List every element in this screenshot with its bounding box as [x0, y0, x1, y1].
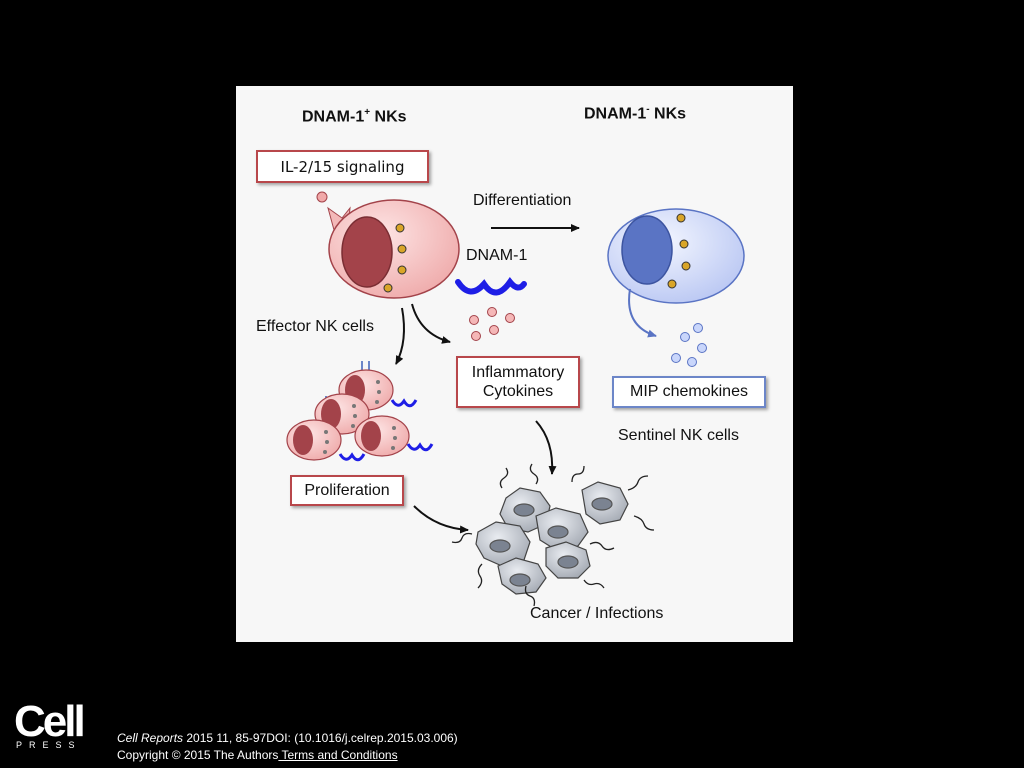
- header-right-sup: -: [646, 104, 650, 115]
- diagram-figure: DNAM-1+ NKs DNAM-1- NKs IL-2/15 signalin…: [236, 86, 793, 642]
- header-right-tail: NKs: [649, 105, 687, 123]
- cancer-infections-label: Cancer / Infections: [530, 605, 664, 622]
- terms-link[interactable]: Terms and Conditions: [278, 748, 398, 762]
- mip-chemokines-label: MIP chemokines: [630, 383, 748, 401]
- dnam1-label: DNAM-1: [466, 247, 528, 264]
- proliferation-label: Proliferation: [304, 481, 390, 499]
- cell-press-logo-sub: PRESS: [16, 740, 82, 750]
- dnam1-receptor-icon: [455, 277, 527, 296]
- cancer-cell-cluster: [451, 463, 655, 607]
- inflammatory-cytokine-dots: [469, 307, 515, 341]
- il-signaling-label: IL-2/15 signaling: [280, 157, 405, 176]
- dnam1-negative-nk-cell: [607, 208, 745, 304]
- mip-chemokine-dots: [671, 323, 707, 367]
- copyright-line: Copyright © 2015 The Authors Terms and C…: [117, 748, 398, 762]
- diagram-graphics: [286, 191, 745, 607]
- differentiation-label: Differentiation: [473, 192, 572, 209]
- header-dnam1-negative: DNAM-1- NKs: [584, 104, 686, 123]
- inflammatory-cytokines-box: Inflammatory Cytokines: [456, 356, 580, 408]
- mip-chemokines-box: MIP chemokines: [612, 376, 766, 408]
- header-left-main: DNAM-1: [302, 108, 365, 126]
- sentinel-nk-cells-label: Sentinel NK cells: [618, 427, 739, 444]
- header-dnam1-positive: DNAM-1+ NKs: [302, 107, 407, 126]
- journal-name: Cell Reports: [117, 731, 184, 745]
- cytokine-arrow: [411, 303, 451, 344]
- inflammatory-label-line1: Inflammatory: [471, 363, 565, 381]
- il-cytokine-dot: [316, 191, 328, 203]
- header-right-main: DNAM-1: [584, 105, 647, 123]
- header-left-tail: NKs: [370, 108, 407, 126]
- effector-arrow: [395, 307, 405, 365]
- il-signaling-box: IL-2/15 signaling: [256, 150, 429, 183]
- dnam1-positive-nk-cell: [328, 199, 460, 299]
- cytokines-to-cancer-arrow: [535, 420, 557, 475]
- proliferation-to-cancer-arrow: [413, 505, 469, 534]
- proliferating-nk-cluster: [286, 361, 434, 462]
- citation-line: Cell Reports 2015 11, 85-97DOI: (10.1016…: [117, 731, 458, 745]
- copyright-text: Copyright © 2015 The Authors: [117, 748, 279, 762]
- mip-secretion-arrow: [628, 288, 657, 338]
- cell-press-logo: Cell: [14, 697, 86, 746]
- effector-nk-cells-label: Effector NK cells: [256, 318, 374, 335]
- header-left-sup: +: [364, 107, 371, 118]
- citation-text: 2015 11, 85-97DOI: (10.1016/j.celrep.201…: [183, 731, 458, 745]
- proliferation-box: Proliferation: [290, 475, 404, 506]
- inflammatory-label-line2: Cytokines: [482, 383, 554, 400]
